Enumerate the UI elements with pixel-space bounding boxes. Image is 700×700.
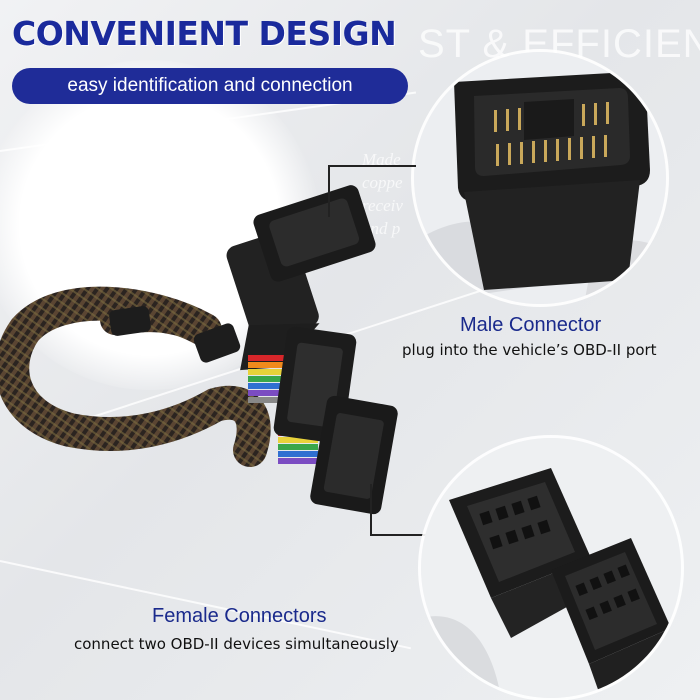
female-connectors-title: Female Connectors bbox=[152, 605, 327, 627]
headline: CONVENIENT DESIGN bbox=[12, 14, 397, 53]
connector-pins bbox=[494, 102, 609, 166]
female-connector-right bbox=[551, 538, 671, 698]
male-connector-closeup bbox=[414, 52, 666, 304]
male-callout-line bbox=[328, 165, 330, 217]
obd-splitter-cable-illustration bbox=[0, 185, 398, 515]
background-ghost-text: Made coppe receiv and p bbox=[362, 150, 403, 238]
female-connectors-subtitle: connect two OBD-II devices simultaneousl… bbox=[74, 635, 399, 653]
male-connector-body bbox=[454, 72, 650, 290]
braided-sleeve bbox=[0, 286, 271, 467]
male-connector bbox=[226, 185, 376, 371]
female-connector-2 bbox=[310, 395, 398, 515]
female-connectors-closeup bbox=[421, 438, 681, 698]
shrink-sleeve bbox=[109, 306, 151, 336]
shrink-sleeve bbox=[193, 323, 241, 363]
male-callout-line bbox=[328, 165, 416, 167]
female-connectors-closeup-art bbox=[421, 438, 681, 698]
female-callout-line bbox=[370, 484, 372, 536]
male-connector-title: Male Connector bbox=[460, 314, 602, 336]
male-connector-closeup-art bbox=[414, 52, 666, 304]
female-callout-line bbox=[370, 534, 430, 536]
male-connector-subtitle: plug into the vehicle’s OBD-II port bbox=[402, 341, 657, 359]
tagline-pill: easy identification and connection bbox=[12, 68, 408, 104]
